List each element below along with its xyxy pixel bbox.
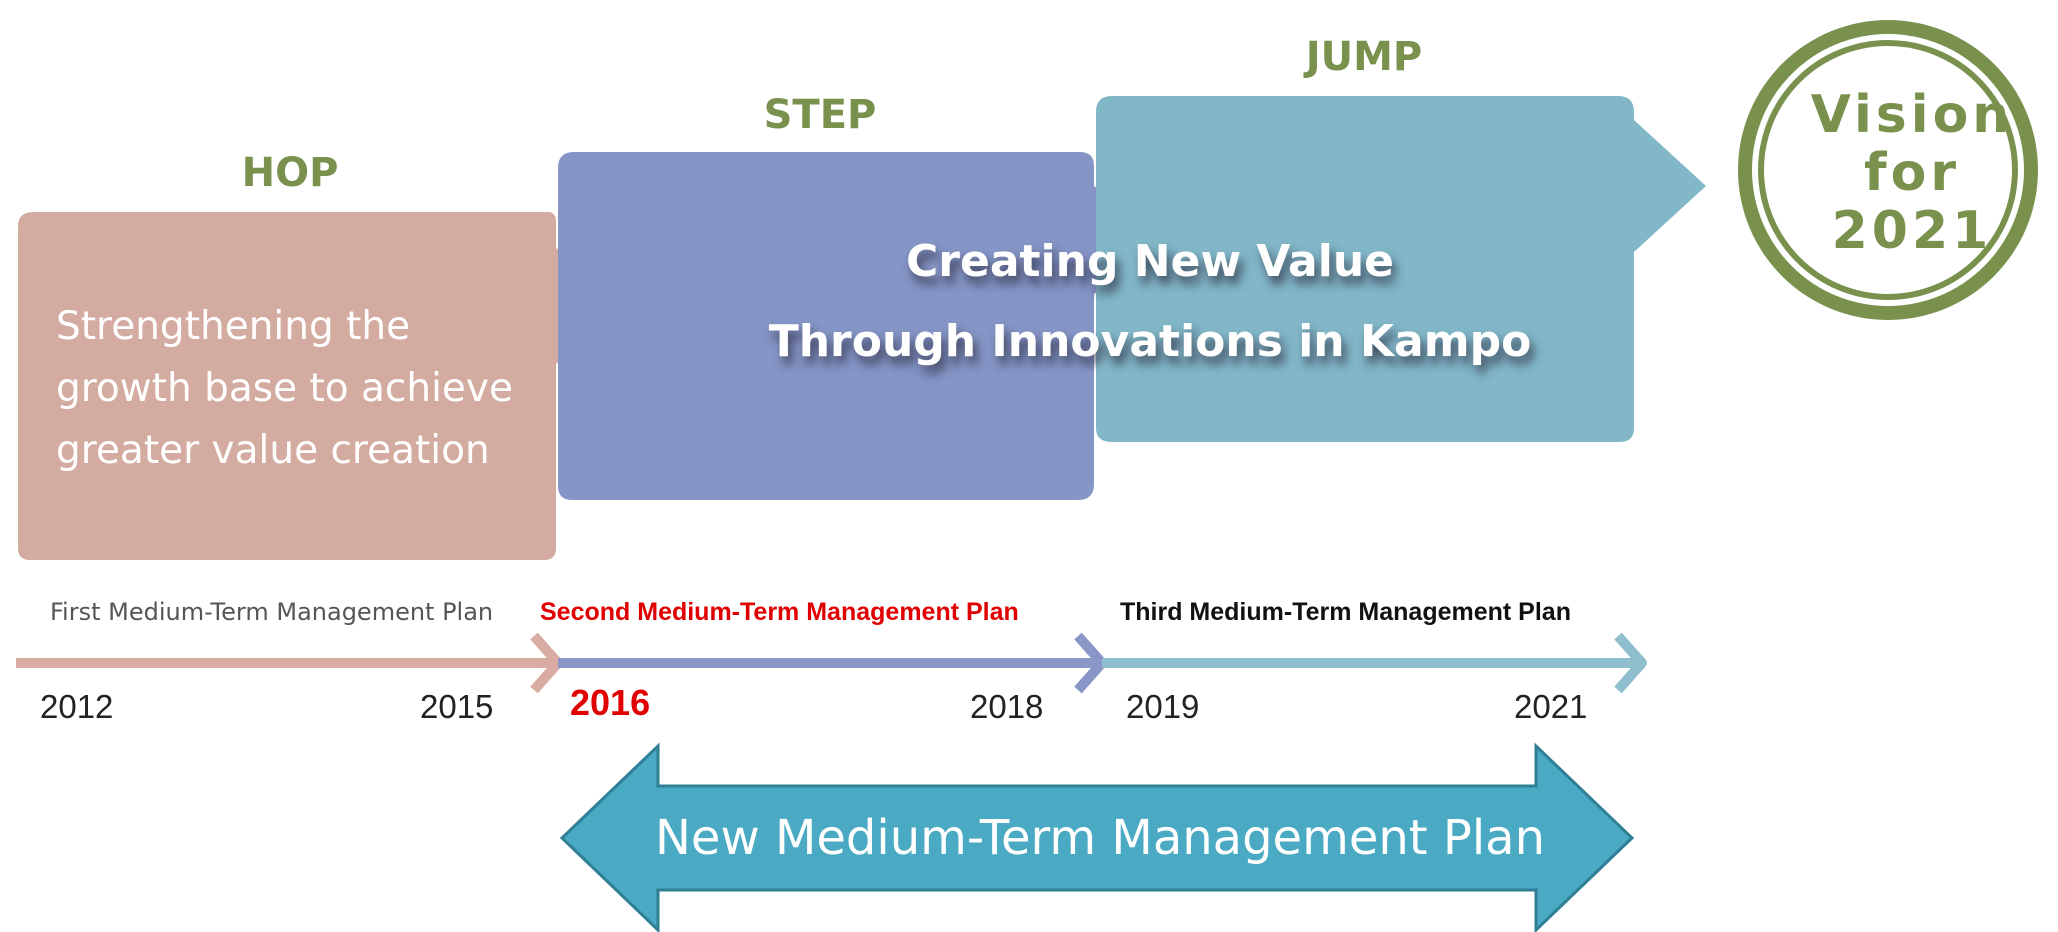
hop-line-3: greater value creation (56, 428, 490, 473)
year-2016: 2016 (570, 682, 651, 723)
second-plan-label: Second Medium-Term Management Plan (540, 598, 1019, 626)
year-2021: 2021 (1514, 688, 1588, 725)
timeline-chevron-third (1614, 632, 1647, 694)
vision-badge-line-1: Vision (1810, 85, 2014, 145)
year-2018: 2018 (970, 688, 1044, 725)
vision-badge: Vision for 2021 (1762, 86, 2058, 260)
hop-description: Strengthening the growth base to achieve… (56, 296, 536, 482)
central-message-line-2: Through Innovations in Kampo (768, 316, 1532, 367)
hop-title: HOP (241, 150, 339, 196)
central-message: Creating New Value Through Innovations i… (700, 222, 1600, 382)
year-2015: 2015 (420, 688, 494, 725)
vision-badge-line-3: 2021 (1831, 201, 1993, 261)
vision-badge-line-2: for (1864, 143, 1960, 203)
vision-badge-center (1764, 46, 2012, 294)
jump-title: JUMP (1305, 34, 1423, 80)
year-2012: 2012 (40, 688, 114, 725)
year-2019: 2019 (1126, 688, 1200, 725)
new-plan-label: New Medium-Term Management Plan (655, 810, 1545, 866)
new-plan-double-arrow (559, 742, 1635, 932)
hop-block (18, 212, 628, 560)
third-plan-label: Third Medium-Term Management Plan (1120, 598, 1571, 626)
hop-line-2: growth base to achieve (56, 366, 513, 411)
jump-block (1096, 96, 1706, 442)
step-title: STEP (763, 92, 877, 138)
step-block (558, 152, 1168, 500)
hop-line-1: Strengthening the (56, 304, 411, 349)
first-plan-label: First Medium-Term Management Plan (50, 598, 494, 626)
central-message-line-1: Creating New Value (906, 236, 1394, 287)
